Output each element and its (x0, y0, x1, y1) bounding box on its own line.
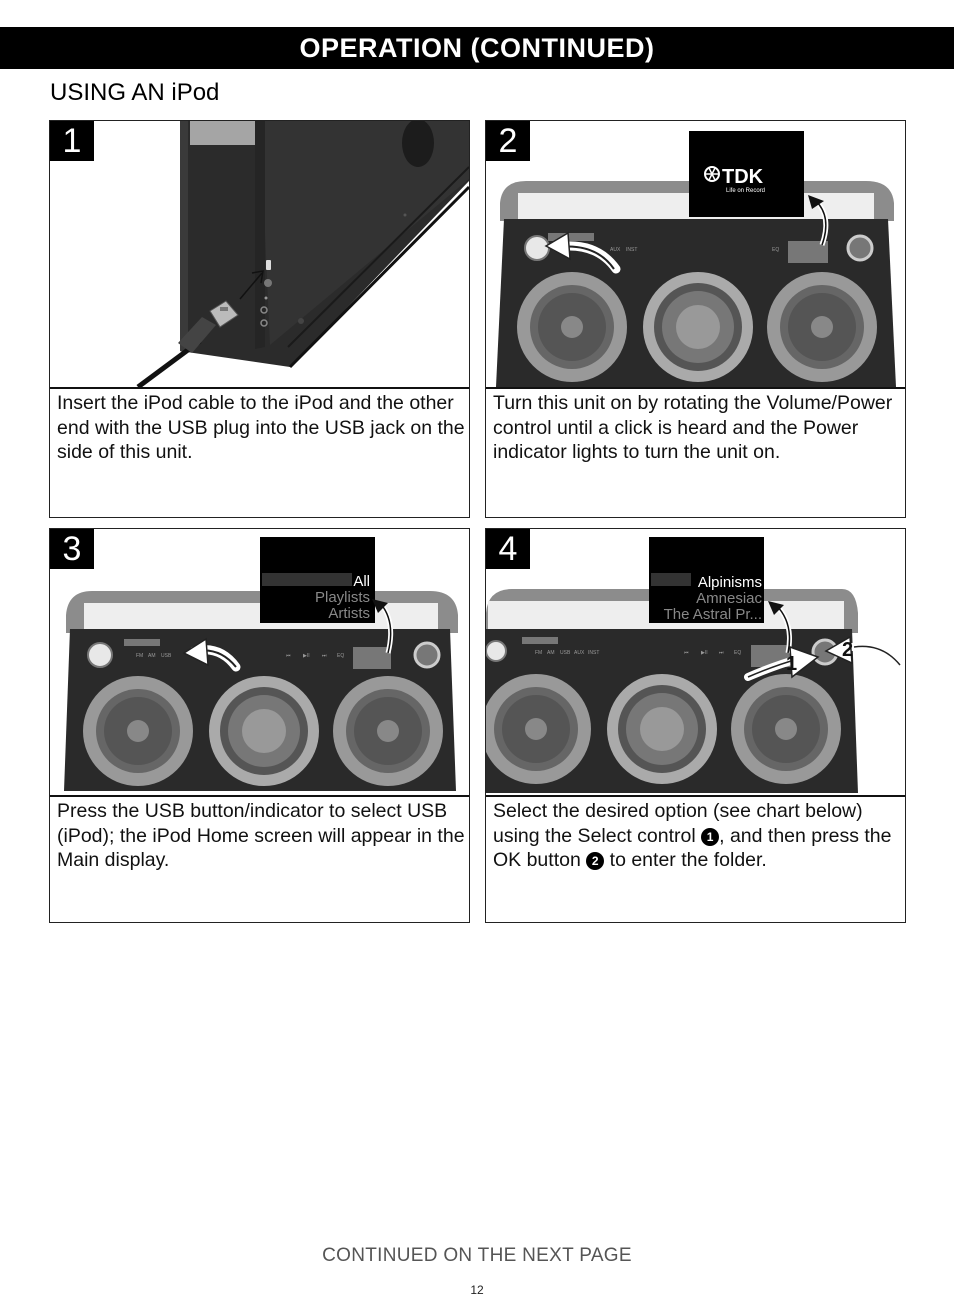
step-2-illustration: AUX INST EQ (486, 121, 905, 387)
speaker-center (643, 272, 753, 382)
step-panel-2: AUX INST EQ (485, 120, 906, 518)
eq-label: EQ (772, 247, 779, 253)
panel-divider (50, 387, 469, 389)
menu-item-alpinisms: Alpinisms (698, 574, 762, 591)
menu-item-all: All (353, 573, 370, 590)
eq-label: EQ (337, 653, 344, 659)
volume-knob (524, 235, 550, 261)
menu-item-playlists: Playlists (315, 589, 370, 606)
page-title: OPERATION (CONTINUED) (299, 33, 655, 63)
unit-side-usb-illustration (136, 121, 469, 387)
step-number-2: 2 (486, 121, 530, 161)
volume-knob (87, 642, 113, 668)
boombox-front-illustration: AUX INST EQ (496, 131, 896, 387)
step-panel-3: FM AM USB ⏮ ▶II ⏭ EQ (49, 528, 470, 923)
page-number: 12 (470, 1283, 484, 1297)
power-indicator (846, 234, 874, 262)
speaker-left (486, 674, 591, 784)
select-control-marker: 1 (701, 827, 720, 846)
step-4-text-b: , and then press the OK button (493, 824, 892, 872)
source-label-aux: AUX (610, 247, 621, 253)
transport-play: ▶II (701, 650, 708, 656)
step-1-text: Insert the iPod cable to the iPod and th… (57, 392, 465, 464)
transport-play: ▶II (303, 653, 310, 659)
step-4-text-c: to enter the folder. (604, 849, 767, 872)
step-4-illustration: FM AM USB AUX INST ⏮ ▶II ⏭ EQ (486, 529, 905, 795)
source-label-am: AM (547, 650, 555, 656)
menu-item-astral: The Astral Pr... (664, 606, 762, 623)
step-2-text: Turn this unit on by rotating the Volume… (493, 392, 893, 464)
source-label-usb: USB (161, 653, 172, 659)
callout-2: 2 (842, 639, 853, 661)
source-label-inst: INST (626, 247, 637, 253)
speaker-center (209, 676, 319, 786)
callout-1: 1 (786, 653, 797, 675)
speaker-right (767, 272, 877, 382)
step-1-illustration (50, 121, 469, 387)
tdk-logo-icon (704, 166, 720, 182)
transport-prev: ⏮ (286, 653, 291, 659)
speaker-right (731, 674, 841, 784)
step-3-text: Press the USB button/indicator to select… (57, 800, 465, 872)
source-label-am: AM (148, 653, 156, 659)
power-indicator (413, 641, 441, 669)
step-number-3: 3 (50, 529, 94, 569)
panel-divider (486, 387, 905, 389)
menu-item-amnesiac: Amnesiac (696, 590, 762, 607)
source-label-aux: AUX (574, 650, 585, 656)
brand-name: TDK (722, 166, 764, 188)
continued-note: CONTINUED ON THE NEXT PAGE (322, 1245, 632, 1266)
speaker-left (517, 272, 627, 382)
transport-next: ⏭ (322, 653, 327, 659)
section-title: USING AN iPod (50, 79, 220, 106)
boombox-select-illustration: FM AM USB AUX INST ⏮ ▶II ⏭ EQ (486, 537, 904, 793)
panel-divider (50, 795, 469, 797)
step-panel-4: FM AM USB AUX INST ⏮ ▶II ⏭ EQ (485, 528, 906, 923)
boombox-usb-illustration: FM AM USB ⏮ ▶II ⏭ EQ (64, 537, 458, 791)
volume-knob (486, 640, 507, 662)
step-number-1: 1 (50, 121, 94, 161)
source-label-usb: USB (560, 650, 571, 656)
eq-label: EQ (734, 650, 741, 656)
source-label-fm: FM (535, 650, 542, 656)
speaker-center (607, 674, 717, 784)
menu-item-artists: Artists (328, 605, 370, 622)
source-label-inst: INST (588, 650, 599, 656)
step-number-4: 4 (486, 529, 530, 569)
brand-tagline: Life on Record (726, 188, 765, 194)
source-label-fm: FM (136, 653, 143, 659)
speaker-left (83, 676, 193, 786)
transport-prev: ⏮ (684, 650, 689, 656)
transport-next: ⏭ (719, 650, 724, 656)
panel-divider (486, 795, 905, 797)
step-4-text: Select the desired option (see chart bel… (493, 799, 901, 873)
step-4-text-a: Select the desired option (see chart bel… (493, 800, 863, 847)
speaker-right (333, 676, 443, 786)
step-panel-1: 1 Insert the iPod cable to the iPod and … (49, 120, 470, 518)
title-bar: OPERATION (CONTINUED) (0, 27, 954, 69)
ok-button-marker: 2 (586, 852, 605, 871)
step-3-illustration: FM AM USB ⏮ ▶II ⏭ EQ (50, 529, 469, 795)
